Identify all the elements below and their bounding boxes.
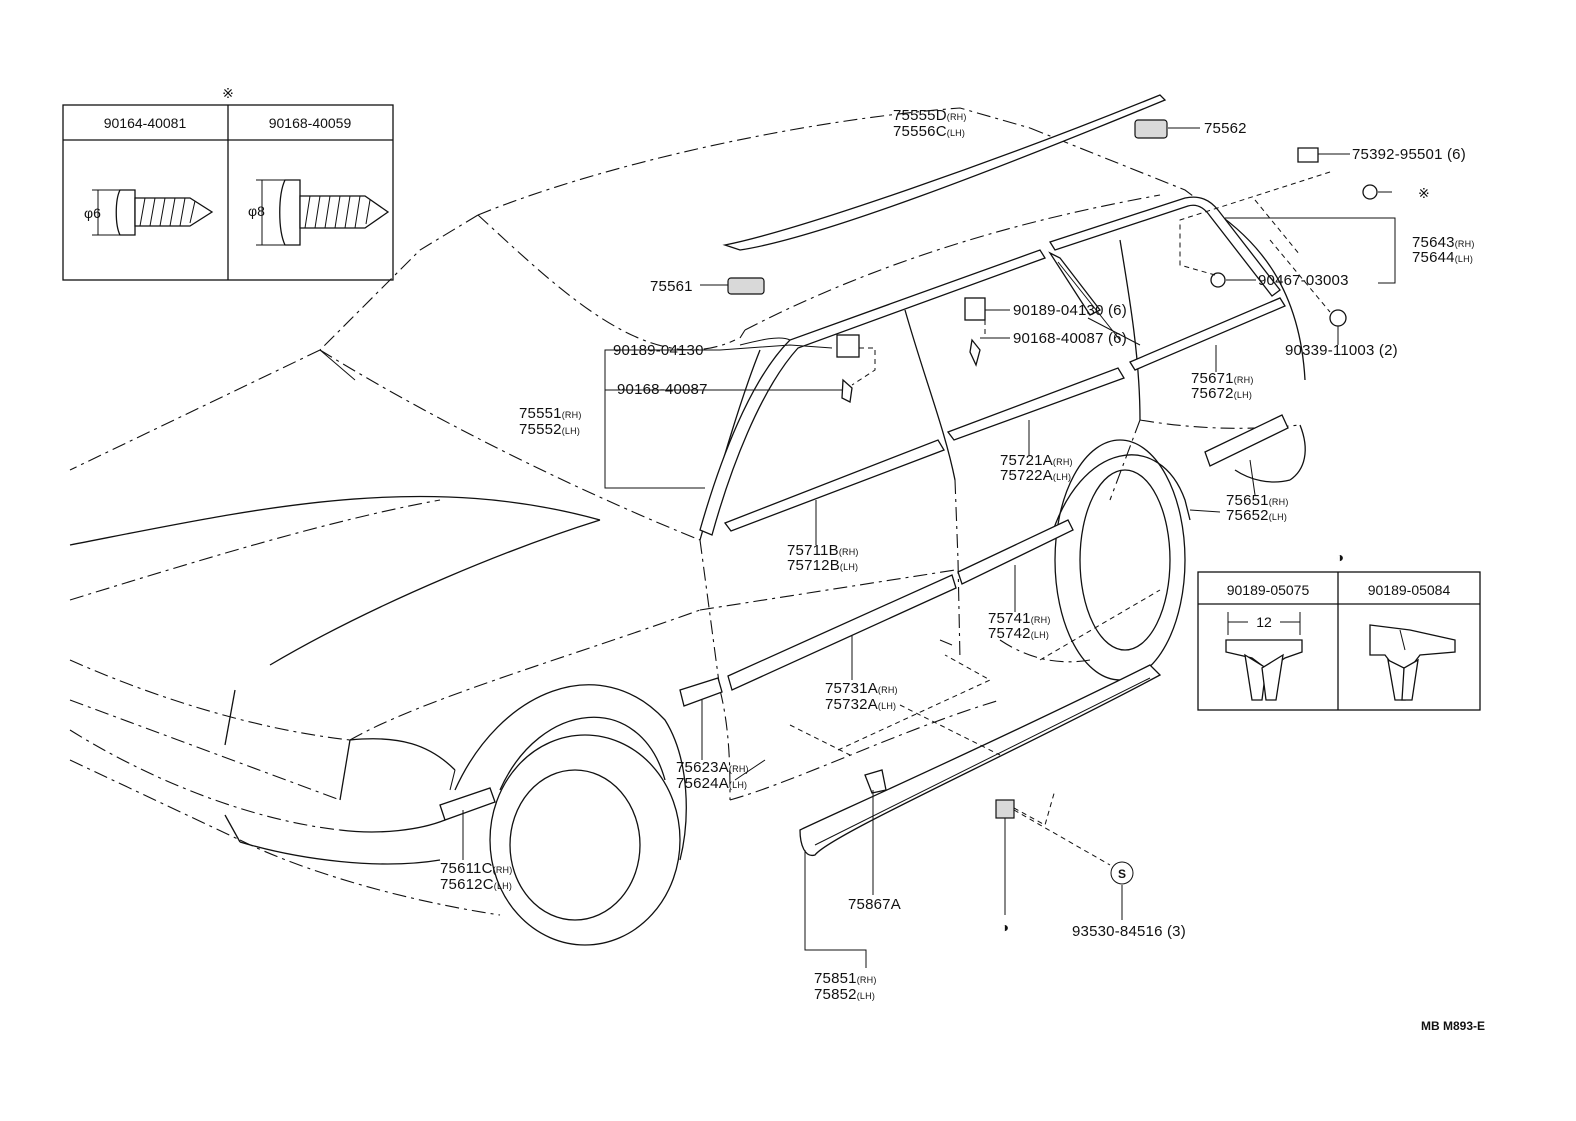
belt-moulding-rear-door [946, 367, 1125, 441]
fender-moulding [679, 677, 723, 707]
label-75644: 75644(LH) [1412, 249, 1473, 266]
label-75721A: 75721A(RH) [1000, 452, 1073, 469]
part-labels: 75555D(RH) 75556C(LH) 75562 75392-95501 … [440, 107, 1475, 1003]
screw-reference-mark: ※ [222, 85, 234, 101]
clip-75562 [1134, 119, 1168, 139]
label-75651: 75651(RH) [1226, 492, 1289, 509]
clip-part-no-1: 90189-05075 [1227, 582, 1310, 598]
clip-75867A [864, 769, 887, 794]
screw-part-no-2: 90168-40059 [269, 115, 352, 131]
label-75624A: 75624A(LH) [676, 775, 747, 792]
roof-drip-moulding [722, 94, 1167, 251]
bumper-moulding [439, 787, 496, 821]
s-mark-circle [1110, 861, 1134, 885]
inset-screws: ※ 90164-40081 90168-40059 φ6 φ8 [62, 85, 394, 281]
nut-90467 [1210, 272, 1226, 288]
label-75711B: 75711B(RH) [787, 542, 859, 559]
fasteners [727, 119, 1378, 819]
screw-marked [1362, 184, 1378, 200]
clip-75561 [727, 277, 765, 295]
label-75552: 75552(LH) [519, 421, 580, 438]
belt-moulding-front-door [723, 439, 945, 532]
rear-window-moulding [1049, 196, 1281, 297]
clip-part-no-2: 90189-05084 [1368, 582, 1451, 598]
clip-icon [1225, 612, 1303, 701]
label-75392: 75392-95501 (6) [1352, 146, 1466, 163]
label-75623A: 75623A(RH) [676, 759, 749, 776]
label-75562: 75562 [1204, 120, 1247, 137]
screw-icon [92, 189, 214, 236]
clip-75392 [1297, 147, 1319, 163]
label-75852: 75852(LH) [814, 986, 875, 1003]
label-75712B: 75712B(LH) [787, 557, 858, 574]
clip-half-circle-mark: ◑ [1336, 549, 1344, 565]
label-75551: 75551(RH) [519, 405, 582, 422]
label-75731A: 75731A(RH) [825, 680, 898, 697]
label-90189-b: 90189-04130 [613, 342, 704, 359]
windshield-moulding [699, 249, 1046, 536]
clip-s [995, 799, 1015, 819]
label-75556C: 75556C(LH) [893, 123, 965, 140]
belt-moulding-rear [1129, 297, 1286, 371]
label-75722A: 75722A(LH) [1000, 467, 1071, 484]
mouldings [439, 94, 1289, 857]
label-75612C: 75612C(LH) [440, 876, 512, 893]
label-75741: 75741(RH) [988, 610, 1051, 627]
clip-dimension: 12 [1256, 614, 1272, 630]
label-75732A: 75732A(LH) [825, 696, 896, 713]
leader-lines [462, 127, 1396, 968]
label-90339: 90339-11003 (2) [1285, 342, 1398, 359]
screw-dimension-2: φ8 [248, 203, 265, 219]
clip-90189-a [964, 297, 986, 321]
screw-part-no-1: 90164-40081 [104, 115, 187, 131]
half-circle-mark-callout: ◑ [1001, 919, 1009, 935]
label-75561: 75561 [650, 278, 693, 295]
screw-reference-mark-callout: ※ [1418, 185, 1430, 201]
s-mark-letter: S [1118, 867, 1126, 881]
label-90168-b: 90168-40087 [617, 381, 708, 398]
label-90467: 90467-03003 [1258, 272, 1349, 289]
front-door-side-moulding [727, 574, 957, 691]
inset-clips: ◑ 90189-05075 90189-05084 12 [1197, 549, 1481, 711]
screw-dimension-1: φ6 [84, 205, 101, 221]
label-93530: 93530-84516 (3) [1072, 923, 1186, 940]
label-90189-a: 90189-04130 (6) [1013, 302, 1127, 319]
label-75742: 75742(LH) [988, 625, 1049, 642]
quarter-moulding [1204, 414, 1289, 467]
nut-90339 [1329, 309, 1347, 327]
screw-icon [256, 179, 390, 246]
clip-icon [1369, 624, 1456, 701]
label-75672: 75672(LH) [1191, 385, 1252, 402]
screw-90168-b [841, 378, 853, 403]
clip-90189-b [836, 334, 860, 358]
label-75555D: 75555D(RH) [893, 107, 967, 124]
diagram-code: MB M893-E [1421, 1019, 1485, 1033]
rear-door-side-moulding [957, 519, 1074, 585]
label-90168-a: 90168-40087 (6) [1013, 330, 1127, 347]
label-75671: 75671(RH) [1191, 370, 1254, 387]
label-75851: 75851(RH) [814, 970, 877, 987]
label-75643: 75643(RH) [1412, 234, 1475, 251]
screw-90168-a [969, 338, 981, 367]
label-75611C: 75611C(RH) [440, 860, 512, 877]
label-75867A: 75867A [848, 896, 901, 913]
label-75652: 75652(LH) [1226, 507, 1287, 524]
car-body [69, 107, 1306, 946]
